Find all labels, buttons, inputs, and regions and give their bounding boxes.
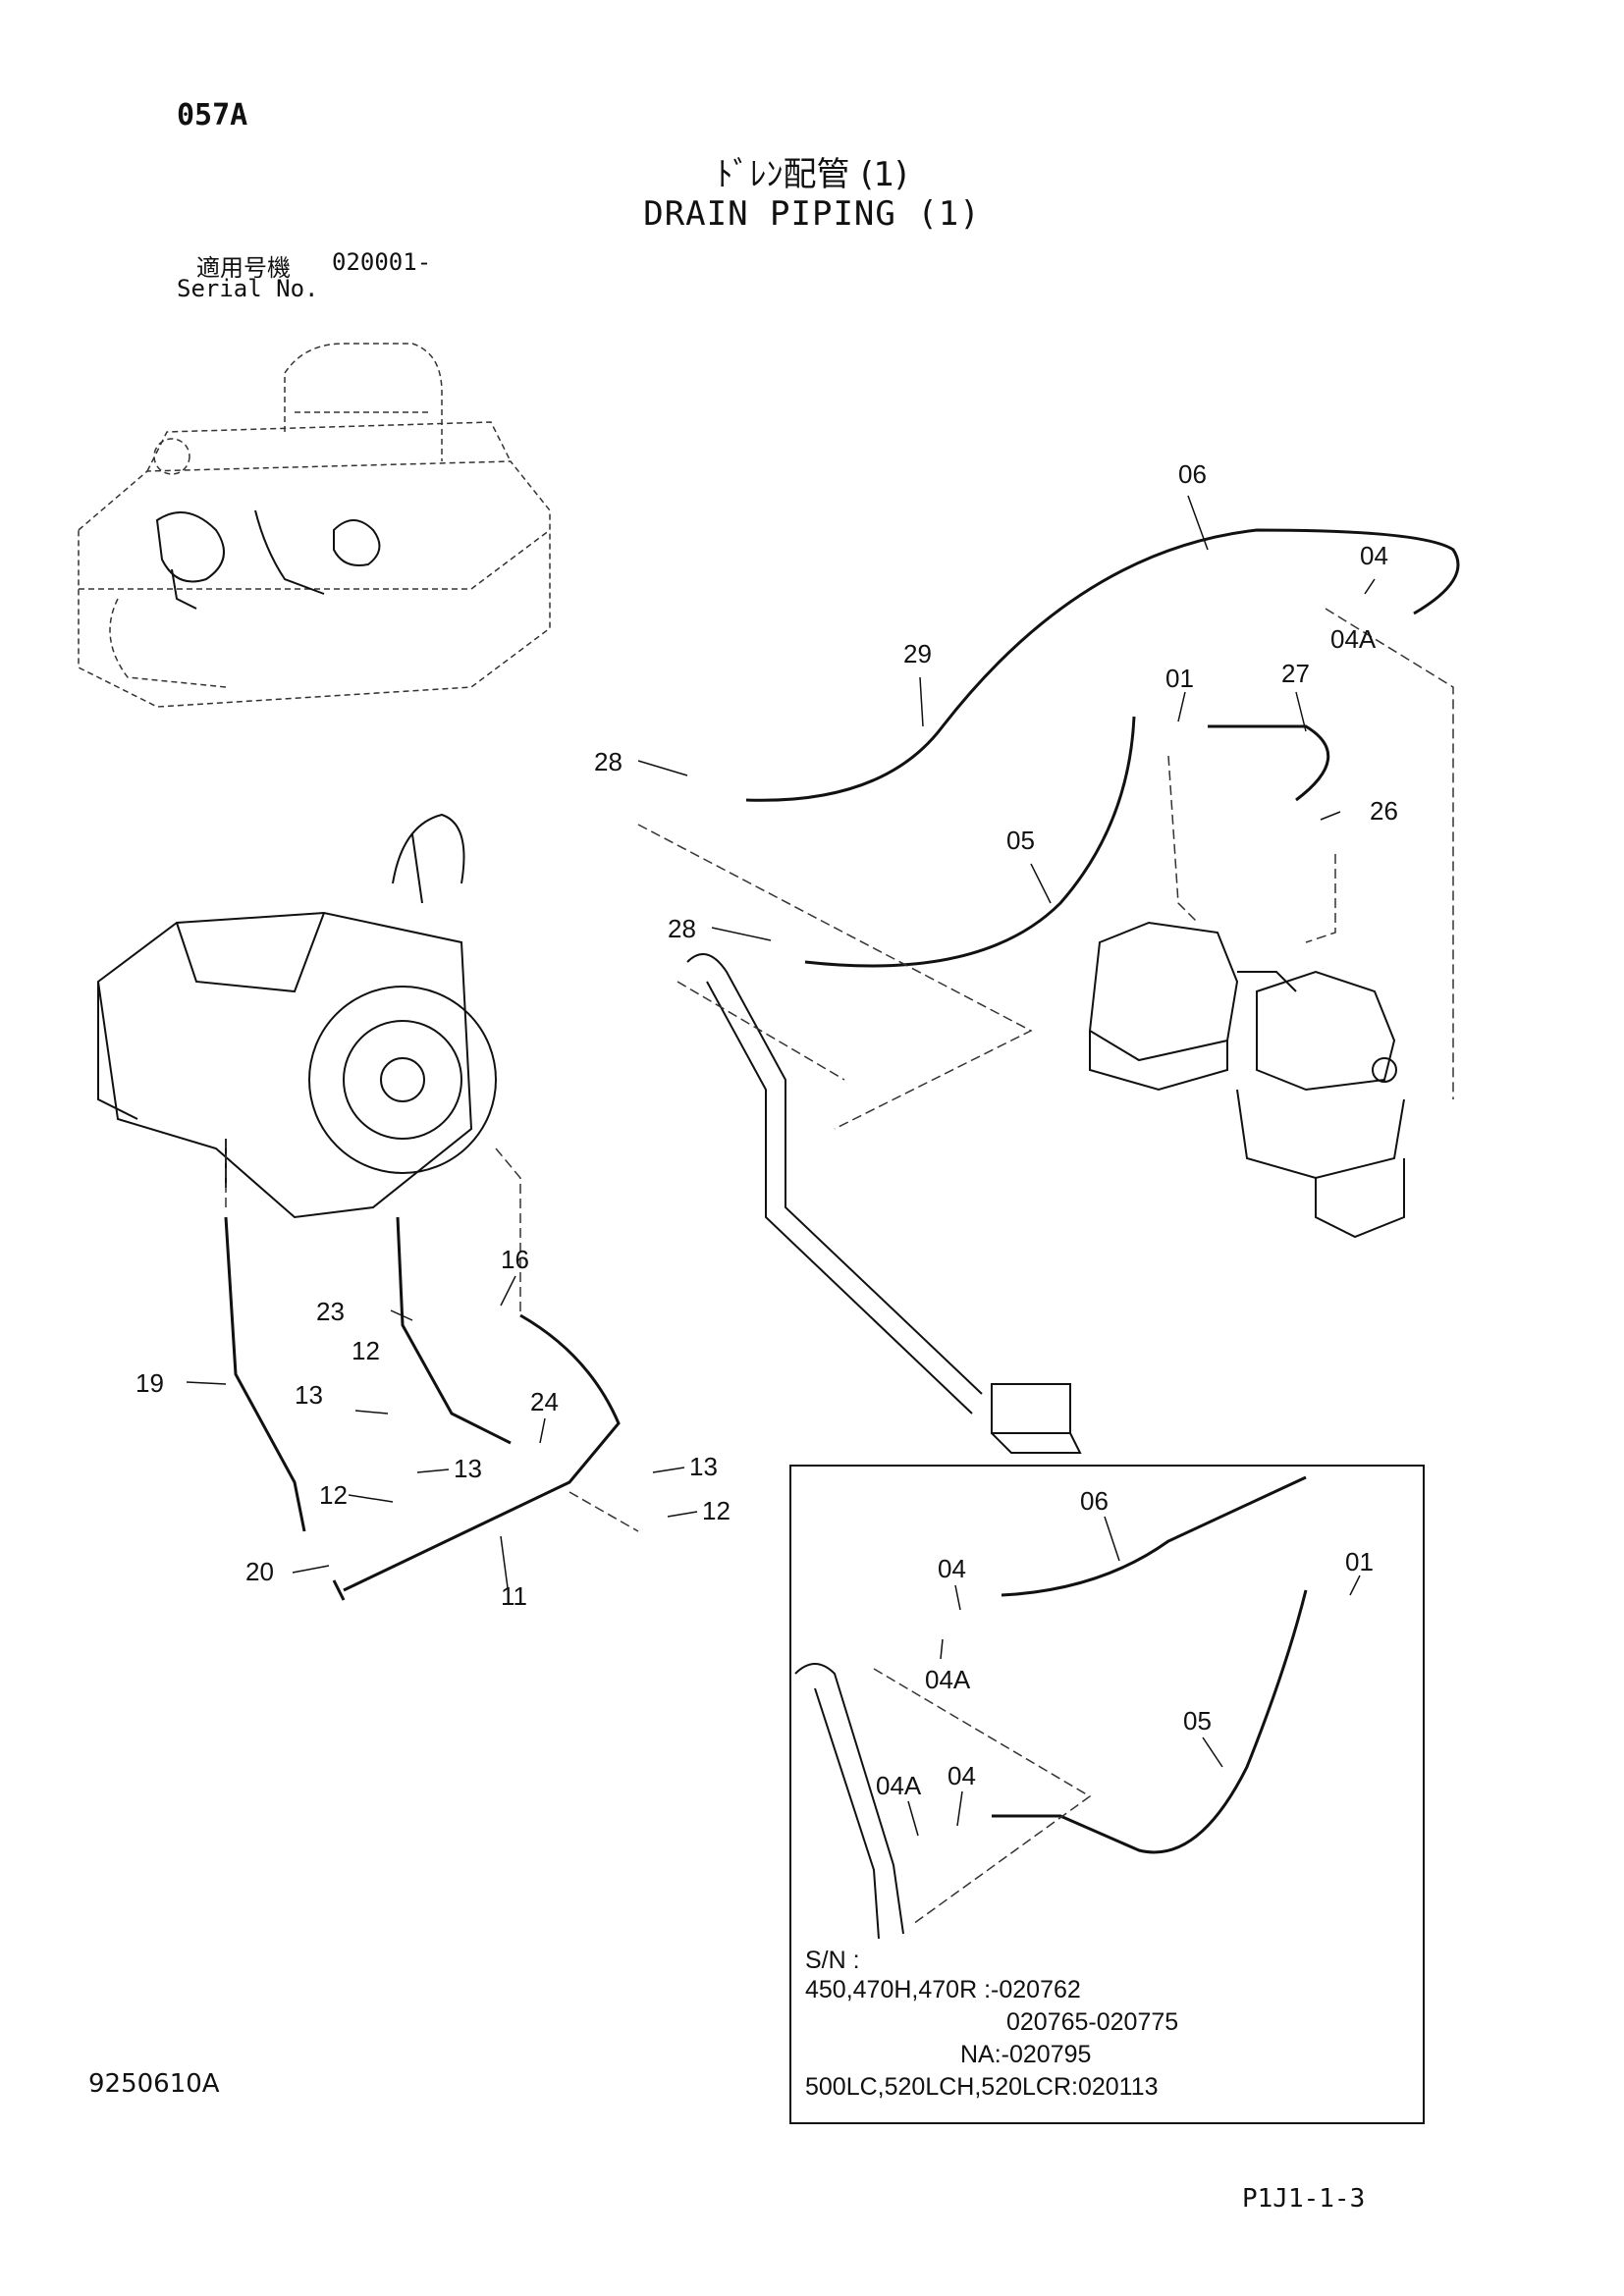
- part-label-01: 01: [1165, 664, 1194, 693]
- title-japanese: ﾄﾞﾚﾝ配管 (1): [716, 155, 908, 194]
- part-label-28-upper: 28: [594, 747, 623, 776]
- suction-pipe-illustration: [686, 953, 1082, 1454]
- part-label-04a: 04A: [1330, 624, 1377, 654]
- part-label-06: 06: [1178, 459, 1207, 489]
- machine-overview-illustration: [78, 343, 551, 708]
- inset-pipe: [794, 1663, 904, 1940]
- hose-06: [745, 528, 1460, 802]
- part-label-23: 23: [316, 1297, 345, 1326]
- part-label-05: 05: [1006, 826, 1035, 855]
- part-label-13-c: 13: [689, 1452, 718, 1481]
- part-label-04: 04: [1360, 541, 1388, 570]
- part-label-20: 20: [245, 1557, 274, 1586]
- page-code: 057A: [177, 98, 248, 133]
- part-label-26: 26: [1370, 796, 1398, 826]
- part-label-12-c: 12: [702, 1496, 731, 1525]
- part-label-12-b: 12: [319, 1480, 348, 1510]
- title-english: DRAIN PIPING (1): [643, 194, 981, 234]
- part-label-28-lower: 28: [668, 914, 696, 943]
- part-label-13-a: 13: [295, 1380, 323, 1410]
- inset-serial-note-5: 500LC,520LCH,520LCR:020113: [805, 2073, 1159, 2101]
- serial-value: 020001-: [332, 248, 432, 276]
- inset-serial-note-2: 450,470H,470R :-020762: [805, 1976, 1081, 2003]
- inset-labels: 06 04 01 04A 05 04A 04: [876, 1486, 1374, 1800]
- inset-leader-lines: [907, 1516, 1361, 1837]
- part-label-24: 24: [530, 1387, 559, 1416]
- inset-label-04-b: 04: [947, 1761, 976, 1790]
- inset-label-04a-a: 04A: [925, 1665, 971, 1694]
- part-label-29: 29: [903, 639, 932, 668]
- inset-label-04a-b: 04A: [876, 1771, 922, 1800]
- inset-dashed-lines: [873, 1668, 1092, 1925]
- part-label-27: 27: [1281, 659, 1310, 688]
- part-label-16: 16: [501, 1245, 529, 1274]
- inset-serial-note-3: 020765-020775: [1006, 2008, 1179, 2036]
- overview-hoses: [155, 509, 381, 610]
- page-reference: P1J1-1-3: [1242, 2184, 1366, 2214]
- serial-label-english: Serial No.: [177, 275, 319, 302]
- inset-label-04-a: 04: [938, 1554, 966, 1583]
- inset-illustration: [992, 1475, 1308, 1854]
- part-label-12-a: 12: [352, 1336, 380, 1365]
- hose-27: [1208, 724, 1330, 802]
- part-label-13-b: 13: [454, 1454, 482, 1483]
- hoses-lower-left: [224, 1216, 621, 1601]
- inset-serial-note-1: S/N :: [805, 1947, 860, 1974]
- part-labels: 06 04 04A 29 01 27 28 26 05 28 16 23 12 …: [135, 459, 1398, 1611]
- dashed-reference-lines: [225, 608, 1454, 1532]
- hose-05: [804, 716, 1136, 968]
- part-label-11: 11: [501, 1581, 527, 1611]
- inset-box: 06 04 01 04A 05 04A 04: [789, 1465, 1425, 2124]
- serial-label-japanese: 適用号機: [196, 254, 291, 282]
- inset-label-06: 06: [1080, 1486, 1109, 1516]
- part-label-19: 19: [135, 1368, 164, 1398]
- inset-label-01: 01: [1345, 1547, 1374, 1576]
- inset-serial-note-4: NA:-020795: [960, 2041, 1092, 2068]
- pump-assembly-illustration: [96, 813, 497, 1219]
- swing-motor-illustration: [1088, 921, 1405, 1239]
- leader-lines: [186, 495, 1376, 1596]
- inset-label-05: 05: [1183, 1706, 1212, 1735]
- document-number: 9250610A: [88, 2069, 220, 2099]
